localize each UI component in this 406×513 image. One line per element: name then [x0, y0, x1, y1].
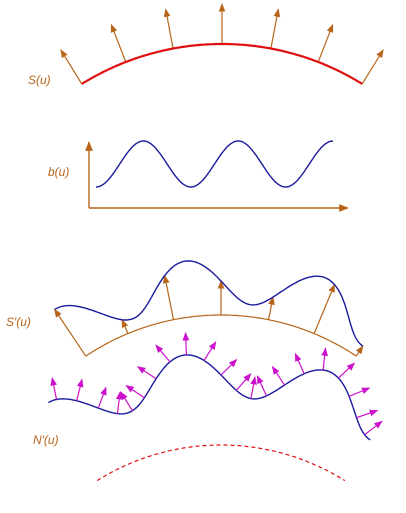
perturbed-normal-arrow: [348, 387, 371, 397]
perturbed-normal-arrow: [364, 420, 383, 436]
base-arc: [85, 314, 357, 357]
surface-curve: [81, 42, 363, 85]
perturbed-normal-arrow: [136, 366, 157, 380]
panel-displaced-surface: S′(u): [6, 260, 364, 357]
surface-normal-arrow: [110, 23, 127, 63]
perturbed-normal-arrow: [294, 352, 305, 375]
perturbed-normal-arrow: [50, 377, 58, 400]
perturbed-normal-arrow: [271, 365, 286, 386]
panel-bump-function: b(u): [48, 140, 349, 212]
surface-normals: [60, 3, 384, 85]
displacement-arrow: [121, 319, 129, 334]
perturbed-normal-arrow: [250, 376, 257, 399]
displacement-arrow: [162, 274, 175, 320]
displacement-arrow: [313, 283, 336, 334]
surface-normal-arrow: [361, 49, 384, 85]
displacement-arrow: [54, 308, 87, 357]
perturbed-normal-arrow: [182, 332, 190, 355]
surface-label: S(u): [28, 73, 51, 87]
perturbed-normal-arrow: [220, 359, 238, 376]
perturbed-normal-arrow: [203, 341, 217, 361]
perturbed-normal-arrow: [235, 373, 252, 391]
perturbed-normal-arrow: [256, 375, 268, 397]
panel-perturbed-normals: N′(u): [33, 332, 383, 482]
perturbed-normal-arrow: [76, 378, 84, 401]
bump-curve: [95, 140, 334, 188]
perturbed-normal-arrow: [356, 409, 379, 419]
surface-normal-arrow: [317, 23, 334, 63]
perturbed-normal-arrow: [115, 390, 123, 414]
perturbed-normal-arrow: [97, 386, 107, 409]
perturbed-normal-label: N′(u): [33, 433, 59, 447]
perturbed-normal-arrow: [321, 347, 329, 371]
surface-normal-arrow: [60, 49, 83, 85]
perturbed-normal-arrow: [125, 385, 145, 399]
surface-normal-arrow: [270, 8, 281, 49]
displacement-arrow: [355, 345, 364, 357]
panel-surface: S(u): [28, 3, 384, 87]
bumped-curve: [48, 354, 371, 441]
perturbed-normals: [50, 332, 383, 436]
perturbed-normal-arrow: [155, 344, 171, 363]
bump-label: b(u): [48, 165, 69, 179]
perturbed-normal-arrow: [120, 391, 133, 412]
displacement-arrow: [267, 296, 275, 320]
displaced-surface-label: S′(u): [6, 315, 31, 329]
base-arc-dashed: [96, 444, 346, 482]
displaced-curve: [54, 260, 364, 347]
perturbed-normal-arrow: [338, 362, 356, 379]
surface-normal-arrow: [163, 8, 174, 49]
displacement-vectors: [54, 274, 364, 357]
